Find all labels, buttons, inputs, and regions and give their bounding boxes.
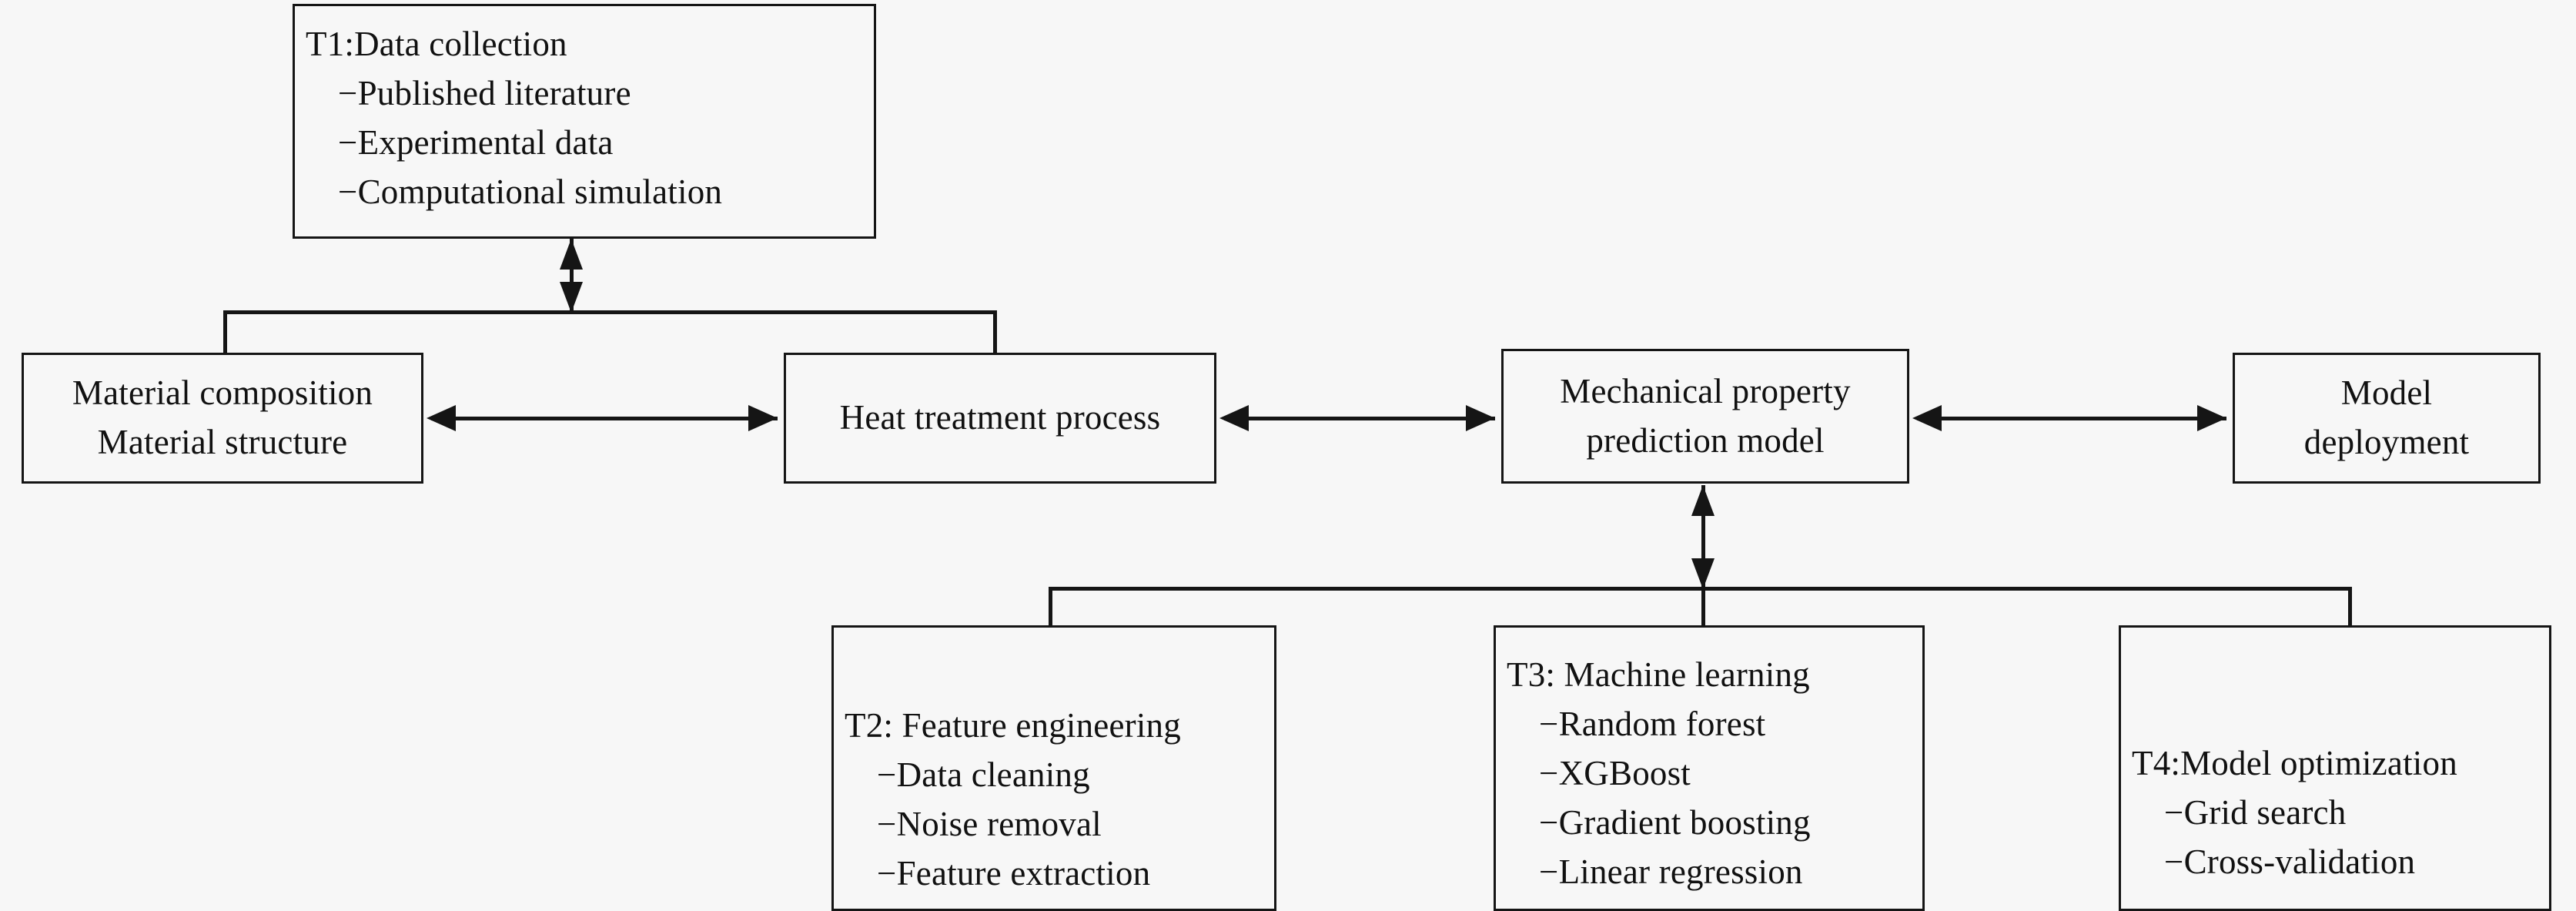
connector-model-taskbus-arrowhead-up bbox=[1691, 485, 1715, 516]
node-t3-machine-learning[interactable]: T3: Machine learning −Random forest −XGB… bbox=[1494, 625, 1925, 911]
connector-model-taskbus-arrowhead-down bbox=[1691, 558, 1715, 589]
connector-heat-model-line bbox=[1224, 417, 1495, 420]
connector-model-to-taskbus-line bbox=[1701, 485, 1705, 589]
node-t3-item-3: −Linear regression bbox=[1539, 852, 1803, 891]
node-t3-title: T3: Machine learning bbox=[1507, 655, 1810, 694]
node-t4-title: T4:Model optimization bbox=[2132, 744, 2457, 782]
node-material-line-1: Material composition bbox=[72, 373, 373, 413]
node-model-line-2: prediction model bbox=[1586, 420, 1825, 460]
node-t3-item-1: −XGBoost bbox=[1539, 753, 1691, 792]
connector-model-deployment-arrowhead-right bbox=[2197, 405, 2226, 431]
node-t1-item-0: −Published literature bbox=[338, 73, 631, 112]
node-t1-title: T1:Data collection bbox=[306, 25, 567, 63]
node-t2-item-0: −Data cleaning bbox=[877, 755, 1090, 794]
connector-model-deployment-line bbox=[1917, 417, 2226, 420]
node-heat-line-1: Heat treatment process bbox=[839, 398, 1161, 437]
node-model-deployment[interactable]: Model deployment bbox=[2233, 353, 2541, 484]
connector-material-heat-arrowhead-right bbox=[748, 405, 778, 431]
node-deployment-line-1: Model bbox=[2340, 373, 2433, 413]
node-mechanical-property-prediction-model[interactable]: Mechanical property prediction model bbox=[1501, 349, 1909, 484]
node-t1-item-1: −Experimental data bbox=[338, 122, 614, 162]
node-t3-item-0: −Random forest bbox=[1539, 704, 1766, 743]
node-material-composition[interactable]: Material composition Material structure bbox=[22, 353, 423, 484]
connector-t1-arrowhead-up bbox=[560, 239, 583, 270]
task-bus-drop-t3 bbox=[1701, 587, 1705, 628]
node-material-line-2: Material structure bbox=[97, 423, 348, 461]
connector-t1-to-bus-line bbox=[570, 239, 574, 313]
connector-heat-model-arrowhead-left bbox=[1219, 405, 1249, 431]
task-bus-horizontal bbox=[1049, 587, 2352, 591]
node-t2-title: T2: Feature engineering bbox=[845, 706, 1181, 745]
task-bus-drop-t2 bbox=[1049, 587, 1052, 628]
node-t2-feature-engineering[interactable]: T2: Feature engineering −Data cleaning −… bbox=[831, 625, 1276, 911]
node-heat-treatment-process[interactable]: Heat treatment process bbox=[784, 353, 1216, 484]
node-t1-data-collection[interactable]: T1:Data collection −Published literature… bbox=[293, 4, 876, 239]
node-deployment-line-2: deployment bbox=[2303, 423, 2470, 461]
workflow-bus-horizontal bbox=[223, 310, 997, 314]
node-t2-item-2: −Feature extraction bbox=[877, 853, 1151, 893]
workflow-bus-drop-heat bbox=[993, 310, 997, 355]
node-model-line-1: Mechanical property bbox=[1560, 371, 1851, 410]
node-t3-item-2: −Gradient boosting bbox=[1539, 802, 1811, 842]
workflow-bus-drop-material bbox=[223, 310, 227, 355]
connector-t1-arrowhead-down bbox=[560, 282, 583, 313]
connector-model-deployment-arrowhead-left bbox=[1912, 405, 1942, 431]
node-t4-item-1: −Cross-validation bbox=[2164, 842, 2416, 881]
connector-material-heat-arrowhead-left bbox=[427, 405, 456, 431]
node-t4-model-optimization[interactable]: T4:Model optimization −Grid search −Cros… bbox=[2119, 625, 2551, 911]
node-t4-item-0: −Grid search bbox=[2164, 792, 2347, 832]
node-t2-item-1: −Noise removal bbox=[877, 804, 1102, 843]
task-bus-drop-t4 bbox=[2348, 587, 2352, 628]
connector-heat-model-arrowhead-right bbox=[1466, 405, 1495, 431]
node-t1-item-2: −Computational simulation bbox=[338, 172, 723, 211]
connector-material-heat-line bbox=[431, 417, 778, 420]
